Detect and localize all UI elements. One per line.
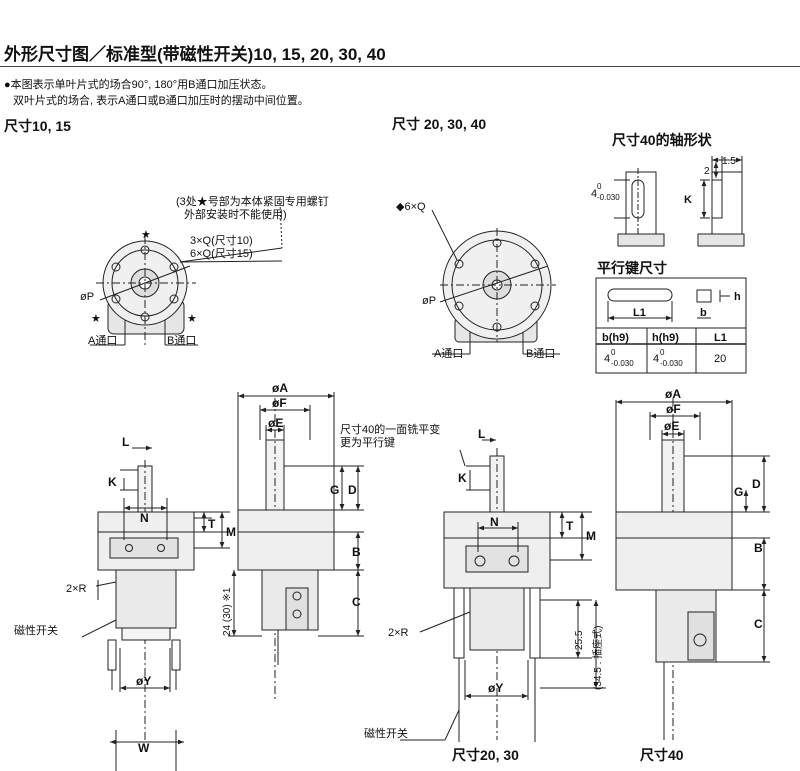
key-note-line-2: 更为平行键	[340, 435, 395, 449]
key-header-l1: L1	[714, 332, 727, 344]
section-size-20-30-40: 尺寸 20, 30, 40	[392, 116, 487, 132]
dim-l-small: L	[122, 435, 129, 449]
switch-label-small: 磁性开关	[14, 623, 58, 637]
dim-m-large: M	[586, 529, 596, 543]
shaft-tol-upper: 0	[597, 182, 602, 191]
section-size-10-15: 尺寸10, 15	[4, 118, 71, 134]
key-table	[595, 277, 747, 374]
dim-n-small: N	[140, 511, 149, 525]
key-cell-l1: 20	[714, 353, 726, 365]
key-cell-b-upper: 0	[611, 348, 616, 357]
dim-y-small: øY	[136, 674, 151, 688]
dim-t-small: T	[208, 517, 216, 531]
dim-g-side-small: G	[330, 483, 339, 497]
dim-k-shaft: K	[684, 194, 692, 206]
section-size-20-30: 尺寸20, 30	[452, 747, 519, 763]
dim-b-side-40: B	[754, 541, 763, 555]
dim-n-large: N	[490, 515, 499, 529]
end-view-10-15	[90, 202, 283, 346]
dim-b-side-small: B	[352, 545, 361, 559]
dim-f-side-small: øF	[272, 396, 287, 410]
svg-text:★: ★	[187, 313, 197, 325]
dim-w: W	[138, 741, 150, 755]
section-shaft-40: 尺寸40的轴形状	[612, 132, 712, 148]
dim-l-large: L	[478, 427, 485, 441]
note-line-1: ●本图表示单叶片式的场合90°, 180°用B通口加压状态。	[4, 79, 273, 91]
dim-y-large: øY	[488, 681, 503, 695]
dim-2: 2	[704, 166, 710, 177]
dim-m-small: M	[226, 525, 236, 539]
dim-e-side-40: øE	[664, 419, 679, 433]
star-note-line-2: 外部安装时不能使用)	[184, 207, 287, 221]
dim-k-small: K	[108, 475, 117, 489]
key-header-h: h(h9)	[652, 332, 679, 344]
section-size-40: 尺寸40	[640, 747, 684, 763]
dim-h-key: h	[734, 291, 741, 303]
title-rule	[0, 66, 800, 67]
note-line-2: 双叶片式的场合, 表示A通口或B通口加压时的摆动中间位置。	[13, 95, 309, 107]
key-cell-h-lower: -0.030	[660, 359, 683, 368]
star-note-line-1: (3处★号部为本体紧固专用螺钉	[176, 194, 329, 208]
dim-1-5: 1.5	[722, 156, 736, 167]
end-view-20-30-40	[431, 209, 560, 355]
key-cell-b-lower: -0.030	[611, 359, 634, 368]
side-view-10-15	[228, 392, 364, 700]
key-cell-b: 4	[604, 353, 610, 365]
dim-d-side-small: D	[348, 483, 357, 497]
svg-text:★: ★	[141, 229, 151, 241]
front-view-10-15	[81, 445, 230, 771]
dim-25-5: 25.5	[574, 630, 585, 650]
dim-24-30: 24 (30) ※1	[222, 587, 233, 636]
key-cell-h: 4	[653, 353, 659, 365]
shaft-tol: 4	[591, 188, 597, 200]
switch-label-large: 磁性开关	[364, 726, 408, 740]
q-label-10: 3×Q(尺寸10)	[190, 233, 253, 247]
page-title: 外形尺寸图／标准型(带磁性开关)10, 15, 20, 30, 40	[4, 45, 386, 64]
svg-text:★: ★	[91, 313, 101, 325]
shaft-40-views	[614, 156, 745, 247]
dim-f-side-40: øF	[666, 402, 681, 416]
dim-g-side-40: G	[734, 485, 743, 499]
dim-l1-key: L1	[633, 307, 646, 319]
dim-a-side-40: øA	[665, 387, 681, 401]
p-label-large: øP	[422, 295, 436, 307]
port-a-large: A通口	[434, 347, 463, 360]
dim-c-side-40: C	[754, 617, 763, 631]
dim-c-side-small: C	[352, 595, 361, 609]
key-cell-h-upper: 0	[660, 348, 665, 357]
section-key-size: 平行键尺寸	[597, 260, 667, 276]
r2-label-large: 2×R	[388, 627, 409, 639]
p-label-small: øP	[80, 291, 94, 303]
front-view-20-30	[400, 437, 606, 742]
dim-k-large: K	[458, 471, 467, 485]
port-a-small: A通口	[88, 334, 117, 347]
shaft-tol-lower: -0.030	[597, 193, 620, 202]
star-markers: ★ ★ ★	[91, 229, 197, 325]
q6-label: ◆6×Q	[396, 201, 426, 213]
port-b-small: B通口	[167, 334, 196, 347]
dim-e-side-small: øE	[268, 416, 283, 430]
key-note-line-1: 尺寸40的一面铣平变	[340, 422, 440, 436]
dim-b-key: b	[700, 307, 707, 319]
key-header-b: b(h9)	[602, 332, 629, 344]
port-b-large: B通口	[526, 347, 555, 360]
r2-label-small: 2×R	[66, 583, 87, 595]
dim-d-side-40: D	[752, 477, 761, 491]
dim-a-side-small: øA	[272, 381, 288, 395]
dim-t-large: T	[566, 519, 574, 533]
side-view-40	[615, 398, 770, 740]
q-label-15: 6×Q(尺寸15)	[190, 246, 253, 260]
dim-34-5: (34.5 : 插座式)	[591, 626, 604, 690]
